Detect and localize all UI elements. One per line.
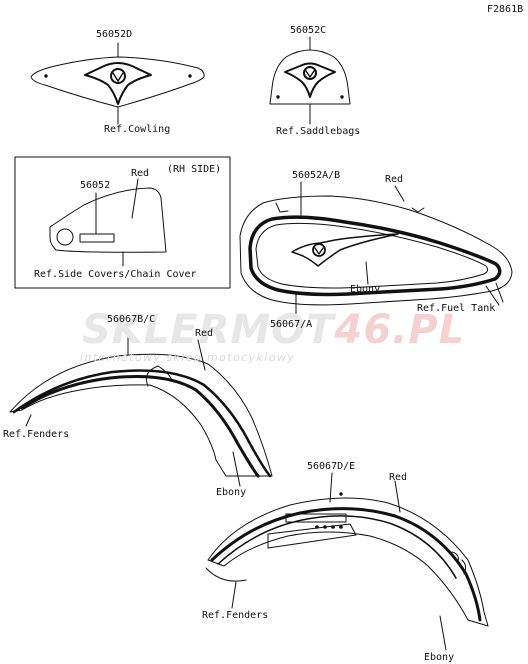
saddlebags-part-no: 56052C	[290, 25, 327, 36]
side-cover-ref: Ref.Side Covers/Chain Cover	[34, 269, 197, 280]
front-fender-color-ebony: Ebony	[216, 487, 247, 498]
side-cover-part-no: 56052	[80, 180, 111, 191]
fuel-tank-color-red: Red	[385, 174, 404, 185]
rear-fender-ref: Ref.Fenders	[202, 610, 269, 621]
rear-fender-color-red: Red	[389, 472, 408, 483]
rear-fender-part-no: 56067D/E	[307, 461, 356, 472]
front-fender-ref: Ref.Fenders	[3, 429, 70, 440]
fuel-tank-color-ebony: Ebony	[350, 284, 381, 295]
figure-code: F2861B	[487, 4, 524, 15]
cowling-ref: Ref.Cowling	[104, 124, 171, 135]
fuel-tank-ref: Ref.Fuel Tank	[417, 303, 496, 314]
k-logo-icon	[312, 243, 326, 257]
emblem-icon	[284, 62, 336, 98]
watermark-brand-a: SKLERMOT	[82, 307, 335, 353]
saddlebags-decal	[269, 36, 351, 125]
fuel-tank	[239, 181, 513, 319]
fuel-tank-part-no: 56052A/B	[292, 170, 341, 181]
kawasaki-emblem	[79, 233, 115, 243]
k-logo-icon	[110, 68, 126, 84]
cowling-decal	[30, 42, 205, 125]
watermark-logo: SKLERMOT46.PL	[82, 308, 465, 352]
cowling-part-no: 56052D	[96, 29, 133, 40]
front-fender	[9, 324, 273, 487]
side-cover-decal	[49, 187, 167, 253]
saddlebags-ref: Ref.Saddlebags	[276, 126, 361, 137]
rear-fender	[205, 472, 489, 651]
side-cover-hole	[56, 228, 74, 246]
front-fender-color-red: Red	[195, 328, 214, 339]
rear-fender-color-ebony: Ebony	[424, 652, 455, 663]
tank-emblem	[291, 233, 399, 267]
watermark-brand-b: 46.PL	[334, 307, 466, 353]
side-cover-box	[14, 156, 231, 289]
k-logo-icon	[303, 66, 317, 80]
front-fender-part-no: 56067B/C	[107, 314, 156, 325]
watermark-tagline: internetowy sklep motocyklowy	[80, 351, 296, 364]
side-cover-color: Red	[131, 168, 150, 179]
side-cover-side-note: (RH SIDE)	[167, 164, 222, 175]
fuel-tank-part-no-lower: 56067/A	[270, 319, 313, 330]
